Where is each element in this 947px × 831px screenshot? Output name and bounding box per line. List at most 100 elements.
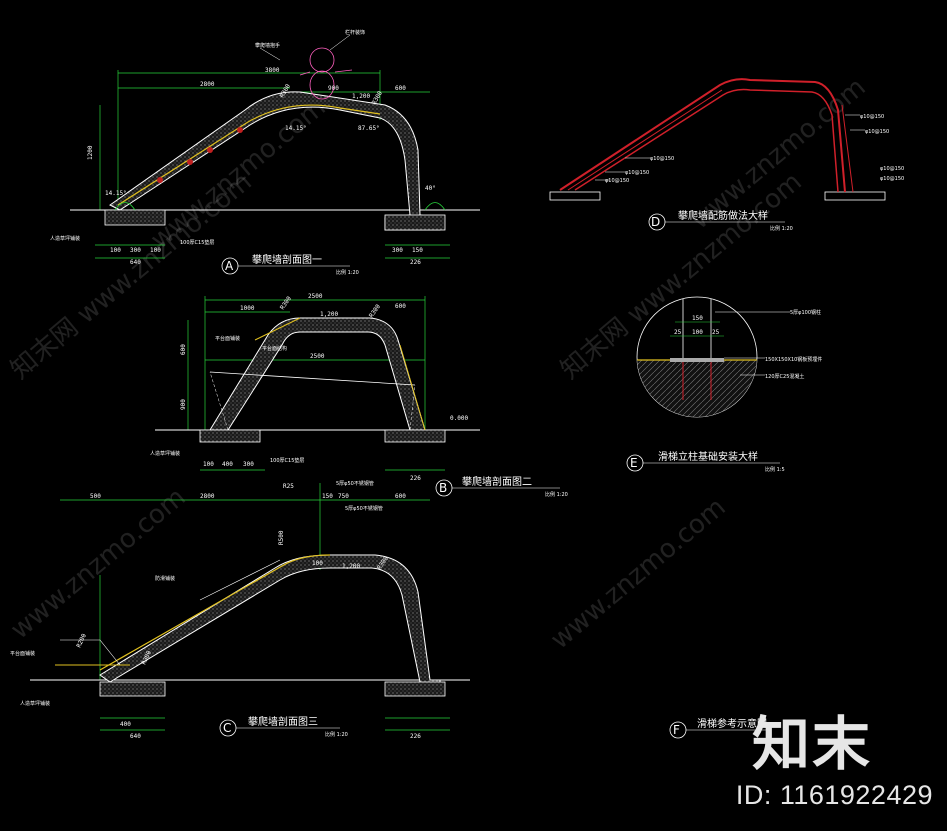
image-id-label: ID: 1161922429 — [735, 780, 933, 810]
brand-logo: 知末 — [752, 710, 873, 778]
dim-text: 25 — [712, 329, 720, 336]
section-c: R25 500 2800 150 750 600 R500 100 1,200 … — [10, 480, 470, 740]
dim-text: R25 — [283, 483, 294, 490]
section-scale: 比例 1:20 — [336, 269, 359, 276]
dim-text: 600 — [395, 85, 406, 92]
leader-label: 120厚C25混凝土 — [765, 373, 804, 380]
leader-label: 100厚C15垫层 — [180, 239, 214, 246]
dim-text: 1,200 — [352, 93, 370, 100]
section-b: 2500 1000 R300 1,200 R300 600 2500 900 6… — [150, 293, 568, 498]
section-bubble: F — [673, 723, 680, 737]
section-bubble: C — [223, 721, 231, 735]
dim-text: 150 — [692, 315, 703, 322]
dim-text: 2500 — [308, 293, 323, 300]
watermark-text: www.znzmo.com — [545, 492, 731, 655]
dim-text: 600 — [395, 303, 406, 310]
dim-text: 400 — [120, 721, 131, 728]
dim-text: 1200 — [87, 145, 94, 160]
leader-label: 100厚C15垫层 — [270, 457, 304, 464]
section-e: 150 25 100 25 5厚φ100钢柱 150X150X10钢板预埋件 1… — [626, 296, 822, 473]
section-title: 滑梯立柱基础安装大样 — [658, 450, 758, 463]
rebar-label: φ10@150 — [605, 178, 629, 184]
dim-text: 1,200 — [320, 311, 338, 318]
rebar-label: φ10@150 — [880, 166, 904, 172]
dim-text: 300 — [130, 247, 141, 254]
dim-text: 2800 — [200, 81, 215, 88]
dim-text: 25 — [674, 329, 682, 336]
section-scale: 比例 1:5 — [765, 466, 785, 473]
watermark-text: 知末网 www.znzmo.com — [555, 167, 807, 386]
dim-text: 14.15° — [285, 125, 307, 132]
section-scale: 比例 1:20 — [770, 225, 793, 232]
section-f: F 滑梯参考示意图 — [669, 717, 770, 739]
section-d: φ10@150 φ10@150 φ10@150 φ10@150 φ10@150 … — [549, 78, 904, 232]
rebar-label: φ10@150 — [625, 170, 649, 176]
dim-text: 2500 — [310, 353, 325, 360]
rebar-label: φ10@150 — [650, 156, 674, 162]
dim-text: 150 — [322, 493, 333, 500]
leader-label: 150X150X10钢板预埋件 — [765, 356, 822, 363]
dim-text: 14.15° — [105, 190, 127, 197]
section-title: 攀爬墙剖面图二 — [462, 475, 532, 488]
dim-text: 600 — [395, 493, 406, 500]
dim-text: 300 — [392, 247, 403, 254]
dim-text: 87.65° — [358, 125, 380, 132]
rebar-label: φ10@150 — [860, 114, 884, 120]
dim-text: 100 — [692, 329, 703, 336]
dim-text: R300 — [368, 303, 382, 319]
section-bubble: A — [225, 259, 234, 273]
dim-text: 3800 — [265, 67, 280, 74]
dim-text: R500 — [278, 530, 285, 545]
dim-text: 100 — [203, 461, 214, 468]
dim-text: 900 — [328, 85, 339, 92]
dim-text: 750 — [338, 493, 349, 500]
dim-text: 100 — [110, 247, 121, 254]
leader-label: 人造草坪铺装 — [20, 700, 50, 707]
dim-text: 226 — [410, 475, 421, 482]
dim-text: 2800 — [200, 493, 215, 500]
leader-label: 平台面铺装 — [10, 650, 35, 657]
section-title: 攀爬墙配筋做法大样 — [678, 209, 768, 222]
leader-label: 平台面结构 — [262, 345, 287, 352]
section-title: 攀爬墙剖面图三 — [248, 715, 318, 728]
section-title: 攀爬墙剖面图一 — [252, 253, 322, 266]
dim-text: 400 — [222, 461, 233, 468]
dim-text: 900 — [180, 399, 187, 410]
leader-label: 人造草坪铺装 — [150, 450, 180, 457]
leader-label: 5厚φ50不锈钢管 — [336, 480, 374, 487]
dim-text: R300 — [279, 295, 293, 311]
section-scale: 比例 1:20 — [545, 491, 568, 498]
leader-label: 防滑铺装 — [155, 575, 175, 582]
leader-label: 栏杆装饰 — [345, 29, 365, 36]
leader-label: 平台面铺装 — [215, 335, 240, 342]
dim-text: 640 — [130, 259, 141, 266]
rebar-label: φ10@150 — [880, 176, 904, 182]
leader-label: 攀爬墙抱手 — [255, 42, 280, 49]
dim-text: 100 — [150, 247, 161, 254]
rebar-label: φ10@150 — [865, 129, 889, 135]
dim-text: 226 — [410, 259, 421, 266]
dim-text: 0.000 — [450, 415, 468, 422]
watermark-text: www.znzmo.com — [5, 482, 191, 645]
dim-text: 40° — [425, 185, 436, 192]
section-scale: 比例 1:20 — [325, 731, 348, 738]
dim-text: 300 — [243, 461, 254, 468]
dim-text: 100 — [312, 560, 323, 567]
dim-text: 226 — [410, 733, 421, 740]
leader-label: 5厚φ50不锈钢管 — [345, 505, 383, 512]
dim-text: 150 — [412, 247, 423, 254]
dim-text: 1000 — [240, 305, 255, 312]
section-bubble: E — [630, 456, 638, 470]
section-bubble: B — [439, 481, 447, 495]
section-a: 2800 3800 R300 900 1,200 R300 600 1200 1… — [50, 29, 480, 276]
dim-text: 500 — [90, 493, 101, 500]
leader-label: 5厚φ100钢柱 — [790, 309, 821, 316]
dim-text: R200 — [75, 632, 88, 648]
leader-label: 人造草坪铺装 — [50, 235, 80, 242]
section-title: 滑梯参考示意图 — [697, 717, 767, 730]
section-bubble: D — [651, 215, 660, 229]
dim-text: 600 — [180, 344, 187, 355]
dim-text: 640 — [130, 733, 141, 740]
dim-text: 1,200 — [342, 563, 360, 570]
